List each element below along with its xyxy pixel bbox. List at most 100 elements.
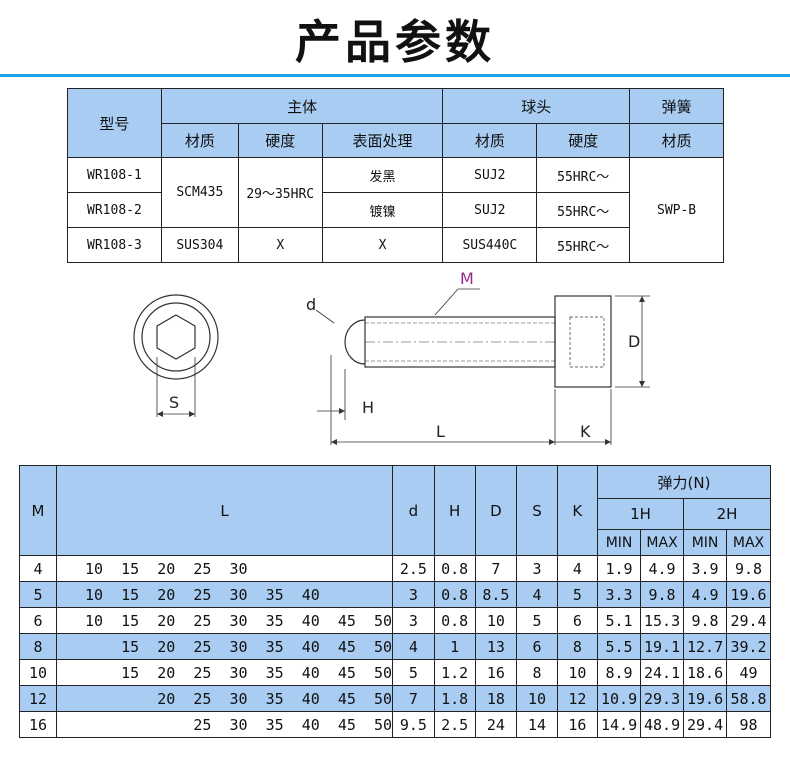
dim-label-m: M: [460, 269, 474, 288]
body-hardness-cell: 29～35HRC: [237, 157, 323, 228]
max-2h-cell: 58.8: [726, 685, 771, 712]
screw-head: [554, 295, 612, 388]
max-1h-cell: 4.9: [640, 555, 685, 582]
header-k: K: [556, 465, 599, 556]
s-cell: 6: [516, 633, 558, 660]
technical-drawing: S d M H L K D: [133, 269, 650, 445]
sub-header-body-hardness: 硬度: [237, 123, 323, 158]
end-view-outer-circle: [133, 294, 219, 380]
s-cell: 10: [516, 685, 558, 712]
max-1h-cell: 15.3: [640, 607, 685, 634]
s-cell: 4: [516, 581, 558, 608]
h-cell: 2.5: [433, 711, 476, 738]
ball-material-cell: SUJ2: [442, 192, 538, 228]
d-cell: 7: [392, 685, 435, 712]
h-cell: 1.2: [433, 659, 476, 686]
big-d-cell: 7: [474, 555, 518, 582]
d-cell: 4: [392, 633, 435, 660]
ball-hardness-cell: 55HRC～: [536, 157, 631, 193]
surface-cell: 发黑: [321, 157, 444, 193]
k-cell: 12: [556, 685, 599, 712]
big-d-cell: 24: [474, 711, 518, 738]
min-2h-cell: 9.8: [683, 607, 728, 634]
k-cell: 6: [556, 607, 599, 634]
max-2h-cell: 29.4: [726, 607, 771, 634]
max-1h-cell: 19.1: [640, 633, 685, 660]
l-cell: 10 15 20 25 30: [55, 555, 394, 582]
m-cell: 4: [19, 555, 57, 582]
surface-cell: X: [321, 227, 444, 263]
d-cell: 2.5: [392, 555, 435, 582]
d-cell: 3: [392, 581, 435, 608]
h-cell: 1: [433, 633, 476, 660]
min-1h-cell: 8.9: [597, 659, 642, 686]
ball-tip: [344, 319, 366, 365]
k-cell: 8: [556, 633, 599, 660]
l-cell: 15 20 25 30 35 40 45 50: [55, 633, 394, 660]
l-cell: 10 15 20 25 30 35 40 45 50: [55, 607, 394, 634]
dim-label-s: S: [169, 393, 179, 412]
s-cell: 14: [516, 711, 558, 738]
model-cell: WR108-3: [67, 227, 162, 263]
min-1h-cell: 5.5: [597, 633, 642, 660]
m-cell: 12: [19, 685, 57, 712]
model-header: 型号: [67, 88, 162, 158]
ball-material-cell: SUS440C: [442, 227, 538, 263]
max-1h-cell: 29.3: [640, 685, 685, 712]
l-cell: 25 30 35 40 45 50: [55, 711, 394, 738]
s-cell: 8: [516, 659, 558, 686]
ball-hardness-cell: 55HRC～: [536, 192, 631, 228]
k-cell: 16: [556, 711, 599, 738]
d-cell: 9.5: [392, 711, 435, 738]
model-cell: WR108-1: [67, 157, 162, 193]
min-2h-cell: 3.9: [683, 555, 728, 582]
sub-header-surface: 表面处理: [321, 123, 444, 158]
page-title: 产品参数: [295, 15, 495, 69]
table-row: WR108-3 SUS304 X X SUS440C 55HRC～: [67, 227, 724, 263]
sub-header-ball-material: 材质: [442, 123, 538, 158]
min-2h-cell: 19.6: [683, 685, 728, 712]
min-2h-cell: 12.7: [683, 633, 728, 660]
m-cell: 8: [19, 633, 57, 660]
header-max-2h: MAX: [726, 529, 771, 556]
s-cell: 3: [516, 555, 558, 582]
l-cell: 20 25 30 35 40 45 50: [55, 685, 394, 712]
material-table: 型号 主体 球头 弹簧 材质 硬度 表面处理 材质 硬度 材质 WR108-1 …: [67, 88, 724, 263]
dim-label-d: d: [306, 295, 316, 314]
max-1h-cell: 9.8: [640, 581, 685, 608]
header-h: H: [433, 465, 476, 556]
d-cell: 5: [392, 659, 435, 686]
title-divider: [0, 74, 790, 77]
h-cell: 0.8: [433, 555, 476, 582]
big-d-cell: 16: [474, 659, 518, 686]
max-1h-cell: 48.9: [640, 711, 685, 738]
k-cell: 5: [556, 581, 599, 608]
header-big-d: D: [474, 465, 518, 556]
header-d: d: [392, 465, 435, 556]
body-material-cell: SCM435: [160, 157, 239, 228]
header-min-2h: MIN: [683, 529, 728, 556]
surface-cell: 镀镍: [321, 192, 444, 228]
model-cell: WR108-2: [67, 192, 162, 228]
min-1h-cell: 10.9: [597, 685, 642, 712]
header-2h: 2H: [683, 498, 771, 530]
header-1h: 1H: [597, 498, 685, 530]
k-cell: 4: [556, 555, 599, 582]
dim-label-k: K: [580, 422, 591, 441]
m-cell: 6: [19, 607, 57, 634]
h-cell: 1.8: [433, 685, 476, 712]
min-1h-cell: 1.9: [597, 555, 642, 582]
header-l: L: [55, 465, 394, 556]
header-s: S: [516, 465, 558, 556]
big-d-cell: 13: [474, 633, 518, 660]
big-d-cell: 10: [474, 607, 518, 634]
m-cell: 5: [19, 581, 57, 608]
dim-label-big-d: D: [628, 332, 640, 351]
